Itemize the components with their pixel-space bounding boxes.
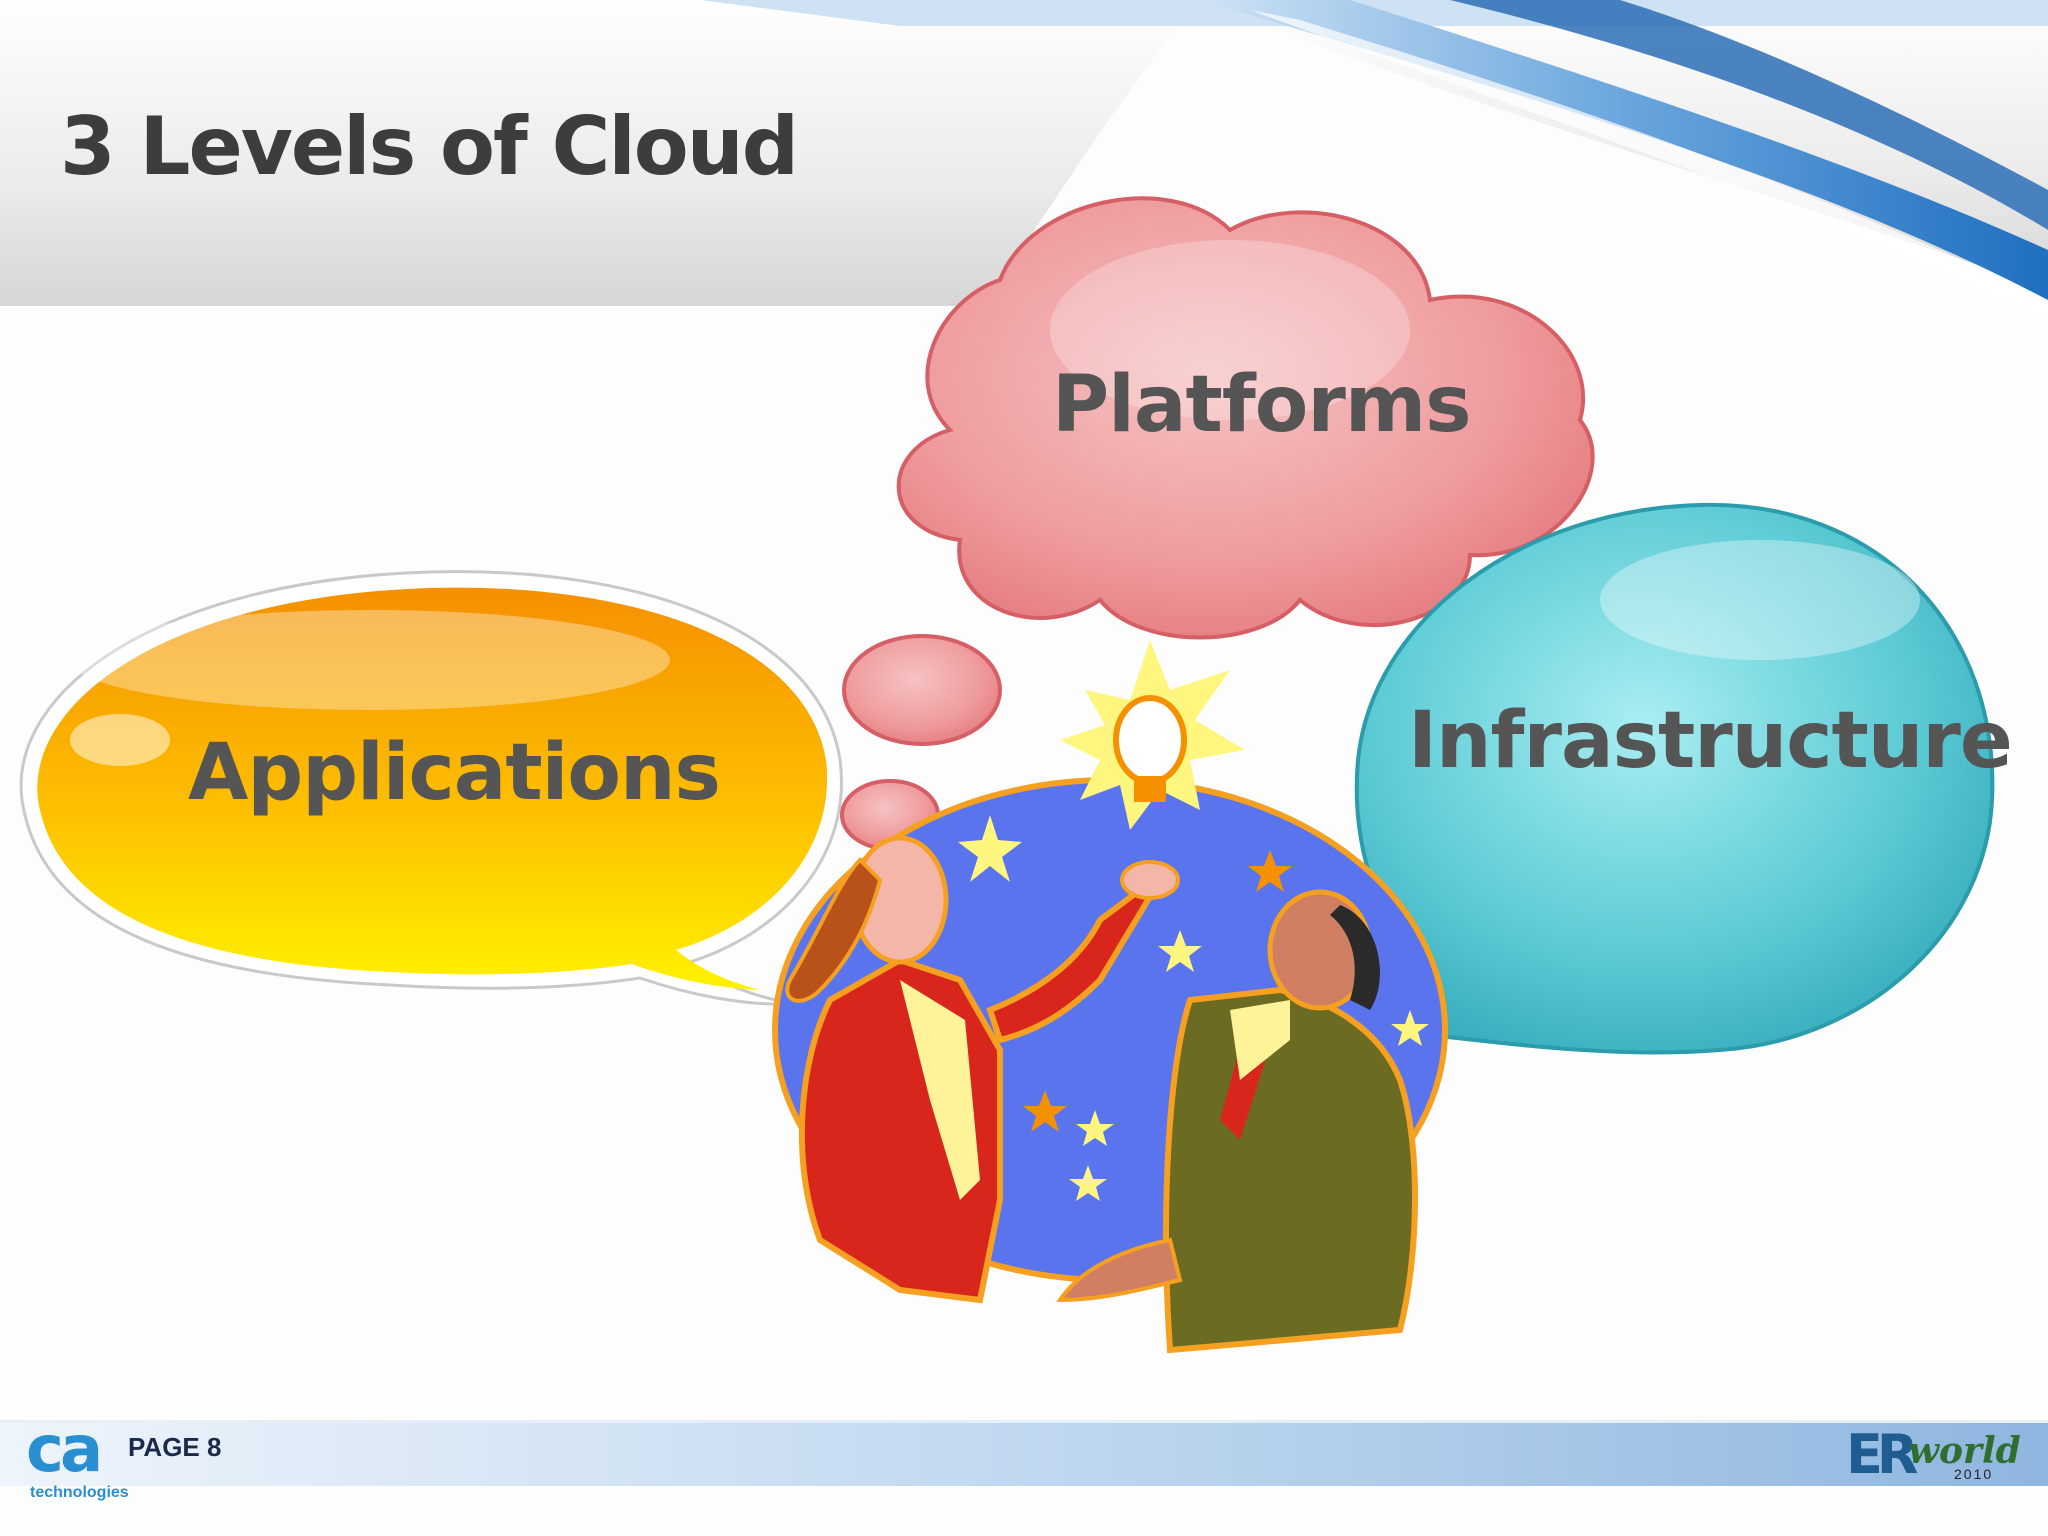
platforms-cloud (840, 196, 1595, 851)
erworld-logo-year: 2010 (1954, 1466, 1994, 1482)
slide-title: 3 Levels of Cloud (60, 100, 799, 193)
infrastructure-bubble (1354, 502, 1995, 1055)
brainstorm-illustration (772, 640, 1448, 1354)
erworld-logo-er: ER (1846, 1423, 1919, 1486)
footer-band (0, 1420, 2048, 1486)
applications-bubble (19, 570, 843, 1006)
erworld-logo: ER world 2010 (1846, 1423, 2021, 1486)
applications-label: Applications (188, 728, 721, 818)
header-band (0, 0, 2048, 320)
platforms-label: Platforms (1052, 360, 1472, 450)
page-number: PAGE 8 (128, 1432, 222, 1462)
ca-logo-subtitle: technologies (30, 1484, 129, 1501)
ca-technologies-logo: ca technologies (26, 1418, 136, 1508)
ca-logo-mark: ca (26, 1413, 103, 1487)
infrastructure-label: Infrastructure (1408, 696, 2013, 786)
erworld-logo-world: world (1908, 1430, 2021, 1472)
